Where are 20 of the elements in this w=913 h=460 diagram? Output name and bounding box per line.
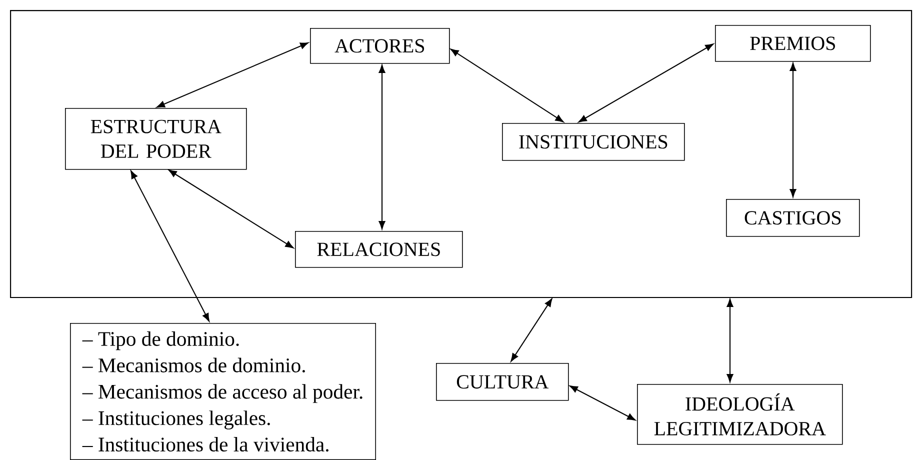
frame-box — [10, 10, 912, 298]
list-box: – Tipo de dominio. – Mecanismos de dominio. – Mecanismos de acceso al poder. – Instituciones legales. – Instituciones de la vivienda. — [70, 323, 376, 460]
double-arrow — [450, 48, 564, 122]
double-arrow — [726, 298, 734, 382]
concept-box: IDEOLOGÍA LEGITIMIZADORA — [637, 384, 843, 445]
double-arrow — [510, 298, 552, 362]
concept-box: CASTIGOS — [726, 199, 860, 237]
double-arrow — [168, 170, 294, 248]
concept-box: RELACIONES — [295, 231, 463, 268]
concept-box: INSTITUCIONES — [502, 123, 685, 161]
double-arrow — [790, 62, 796, 198]
concept-box: ESTRUCTURA DEL PODER — [65, 108, 247, 170]
concept-box: ACTORES — [310, 28, 450, 64]
concept-box: CULTURA — [436, 363, 569, 401]
concept-box: PREMIOS — [715, 25, 871, 62]
double-arrow — [578, 44, 714, 122]
double-arrow — [156, 42, 308, 108]
double-arrow — [130, 170, 210, 322]
double-arrow — [569, 386, 636, 420]
double-arrow — [378, 64, 386, 230]
